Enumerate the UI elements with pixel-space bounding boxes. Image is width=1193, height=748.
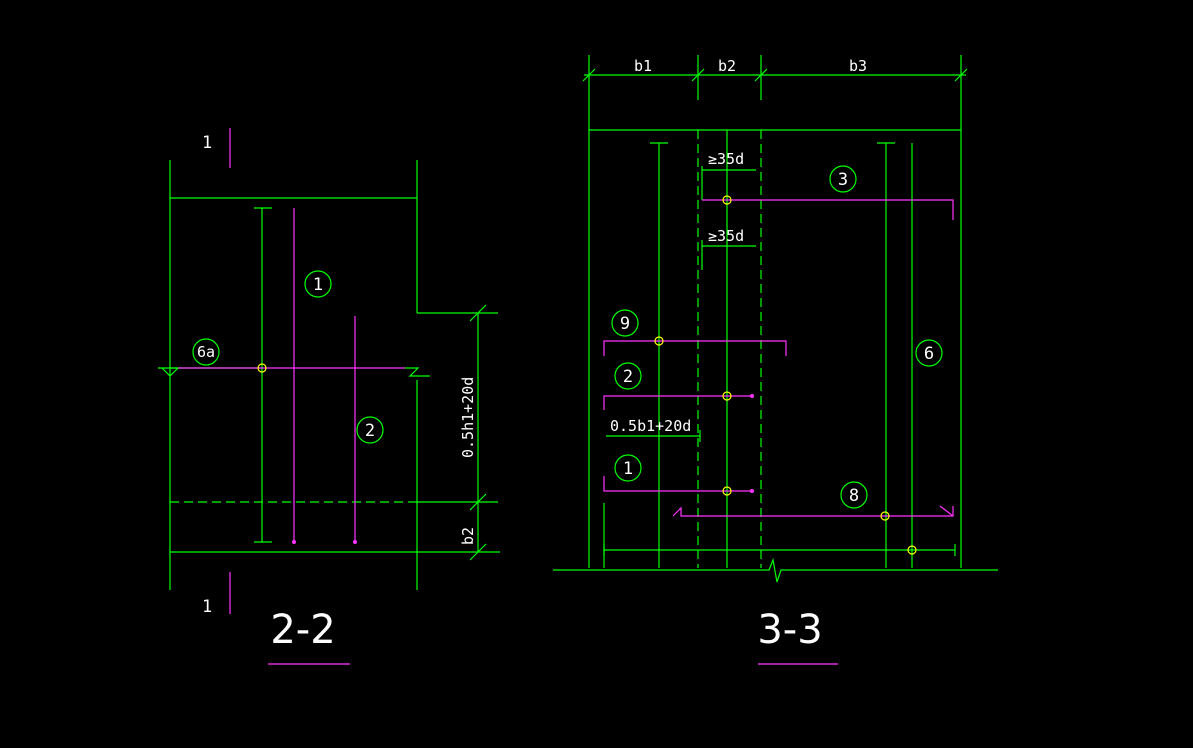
mark-circle-2 xyxy=(614,362,642,390)
rebar-8 xyxy=(672,506,954,517)
mark-1-label: 1 xyxy=(623,459,633,479)
mark-circle-6 xyxy=(915,339,943,367)
dim-b3-label: b3 xyxy=(849,57,867,75)
mark-3-label: 3 xyxy=(838,170,848,190)
cut-label-bottom: 1 xyxy=(202,597,212,617)
break-right xyxy=(405,367,430,377)
mark-9-label: 9 xyxy=(620,314,630,334)
rebar-9 xyxy=(603,340,787,356)
right-dim-tick-2 xyxy=(469,493,487,511)
top-tick-3 xyxy=(754,68,768,82)
top-tick-1 xyxy=(582,68,596,82)
mark-2-label: 2 xyxy=(365,421,375,441)
mark-circle-3 xyxy=(829,165,857,193)
rebar-9-node xyxy=(654,336,664,346)
section-title-3-3: 3-3 xyxy=(757,607,822,653)
right-dim-tick-3 xyxy=(469,543,487,561)
dim-height-label: 0.5h1+20d xyxy=(459,377,477,458)
rebar-1-end xyxy=(750,489,754,493)
mark-circle-1 xyxy=(614,454,642,482)
rebar-2-end xyxy=(750,394,754,398)
mark-circle-2 xyxy=(356,416,384,444)
rebar-3 xyxy=(702,199,954,220)
rebar-1-node xyxy=(722,486,732,496)
rebar-end-1 xyxy=(292,540,296,544)
mark-circle-6a xyxy=(192,338,220,366)
anchor2-label: ≥35d xyxy=(708,227,744,245)
mark-1-label: 1 xyxy=(313,275,323,295)
rebar-end-2 xyxy=(353,540,357,544)
top-tick-4 xyxy=(954,68,968,82)
rebar-2-node xyxy=(722,391,732,401)
section-2-2: 1 1 1 2 6a 0.5h1+20d b2 2-2 xyxy=(158,128,500,665)
ground-line xyxy=(553,557,998,583)
dim-b2-label: b2 xyxy=(459,527,477,545)
rebar-node xyxy=(257,363,267,373)
mark-2-label: 2 xyxy=(623,367,633,387)
section-3-3: b1 b2 b3 ≥35d ≥35d 3 9 xyxy=(553,55,998,665)
mark-circle-9 xyxy=(611,309,639,337)
mark-circle-1 xyxy=(304,270,332,298)
rebar-8-hook xyxy=(939,505,954,517)
rebar-2 xyxy=(603,395,752,410)
dim-b2-label: b2 xyxy=(718,57,736,75)
mark-6-label: 6 xyxy=(924,344,934,364)
cut-label-top: 1 xyxy=(202,133,212,153)
right-dim-tick-1 xyxy=(469,304,487,322)
mark-6a-label: 6a xyxy=(197,343,215,361)
dim-b1-label: b1 xyxy=(634,57,652,75)
bar-6-node xyxy=(907,545,917,555)
anchor1-label: ≥35d xyxy=(708,150,744,168)
rebar-1 xyxy=(603,476,752,492)
break-left xyxy=(158,367,180,377)
dim-05b1-label: 0.5b1+20d xyxy=(610,417,691,435)
rebar-3-node xyxy=(722,195,732,205)
mark-circle-8 xyxy=(840,481,868,509)
rebar-8-node xyxy=(880,511,890,521)
top-tick-2 xyxy=(691,68,705,82)
section-title-2-2: 2-2 xyxy=(270,607,335,653)
mark-8-label: 8 xyxy=(849,486,859,506)
